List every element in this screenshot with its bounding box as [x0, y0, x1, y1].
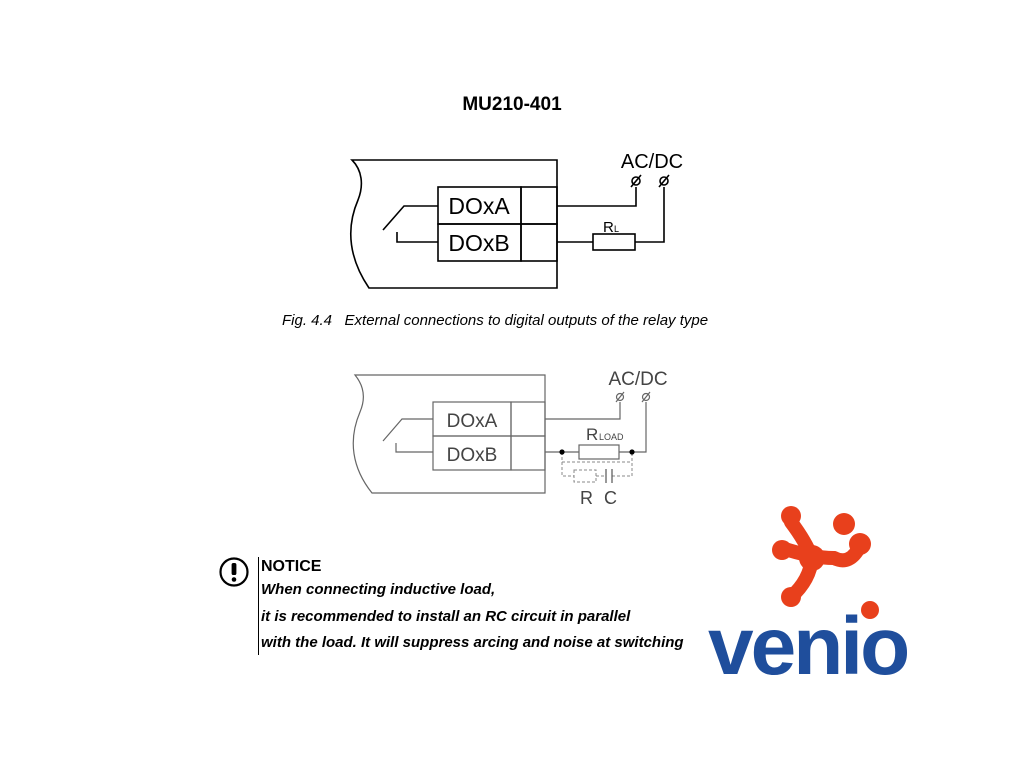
- load-subscript-2: LOAD: [599, 432, 624, 442]
- terminal-doxb-label-1: DOxB: [448, 230, 509, 256]
- module-outline-2: [352, 374, 546, 494]
- terminal-doxb-label-2: DOxB: [447, 445, 498, 466]
- terminal-doxa-label-1: DOxA: [448, 193, 510, 219]
- supply-terminal-right-1: [659, 176, 669, 186]
- relay-contact-upper-1: [382, 205, 438, 231]
- supply-label-2: AC/DC: [608, 369, 667, 390]
- wire-a-2: [545, 402, 621, 420]
- terminal-a-screw-2: [510, 401, 546, 437]
- load-label-2: R: [586, 425, 598, 444]
- junction-right-2: [629, 449, 635, 455]
- resistor-rload-2: [578, 444, 620, 460]
- notice-title: NOTICE: [261, 558, 322, 575]
- relay-contact-upper-2: [382, 418, 433, 442]
- notice-line-3: with the load. It will suppress arcing a…: [261, 634, 684, 651]
- relay-contact-lower-2: [395, 443, 433, 453]
- wire-a-1: [557, 187, 637, 207]
- wire-return-2: [619, 402, 647, 453]
- junction-left-2: [559, 449, 565, 455]
- notice-line-1: When connecting inductive load,: [261, 581, 496, 598]
- notice-line-2: it is recommended to install an RC circu…: [261, 608, 631, 625]
- venio-logo: venio: [708, 506, 910, 685]
- notice-block: NOTICE When connecting inductive load, i…: [218, 555, 778, 657]
- supply-terminal-right-2: [641, 392, 651, 402]
- module-outline-1: [349, 159, 558, 289]
- supply-terminal-left-1: [631, 176, 641, 186]
- terminal-b-screw-2: [510, 435, 546, 471]
- supply-label-1: AC/DC: [621, 151, 683, 173]
- rc-r-label: R: [580, 488, 593, 508]
- rc-snubber-circuit: [561, 452, 633, 483]
- terminal-doxa-label-2: DOxA: [447, 411, 498, 432]
- wire-return-1: [635, 187, 665, 243]
- rc-c-label: C: [604, 488, 617, 508]
- logo-wordmark: venio: [708, 601, 907, 685]
- supply-terminal-left-2: [615, 392, 625, 402]
- resistor-label-1: R: [603, 219, 614, 236]
- exclamation-circle-icon: [219, 557, 249, 587]
- document-title: MU210-401: [462, 94, 562, 115]
- notice-divider: [258, 557, 259, 655]
- resistor-subscript-1: L: [614, 224, 619, 234]
- relay-contact-lower-1: [396, 232, 438, 243]
- figure-caption: Fig. 4.4 External connections to digital…: [282, 312, 709, 329]
